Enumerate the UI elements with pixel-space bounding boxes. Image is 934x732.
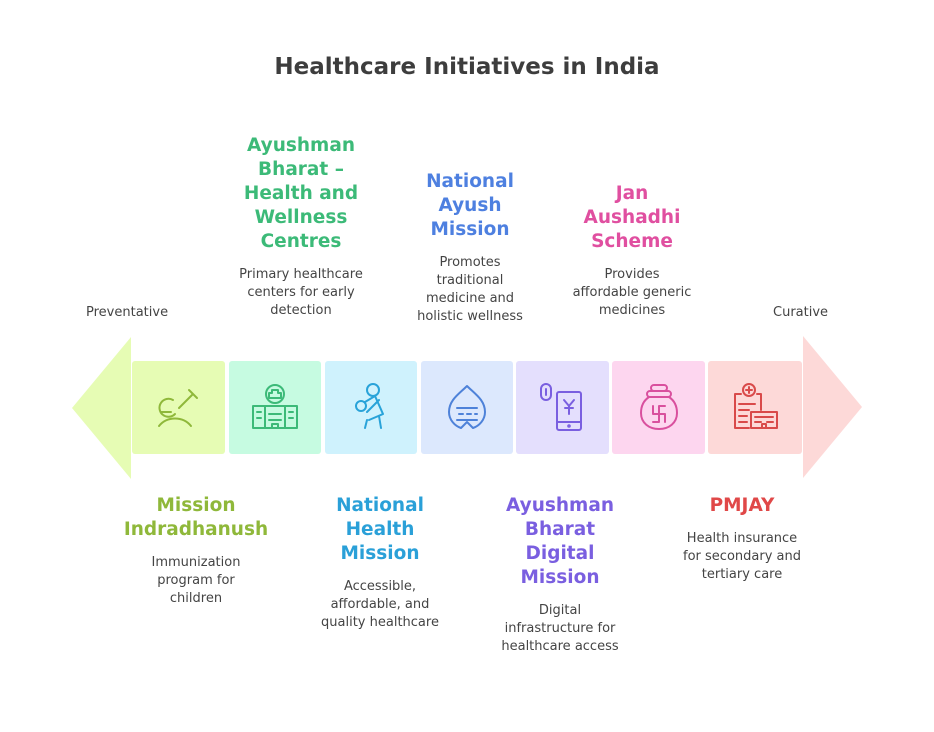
item-desc: Accessible, affordable, and quality heal… (321, 579, 439, 630)
box-digital-mission (516, 361, 609, 454)
item-jan-aushadhi: Jan Aushadhi Scheme Provides affordable … (542, 182, 722, 320)
item-pmjay: PMJAY Health insurance for secondary and… (652, 494, 832, 584)
vaccine-icon (157, 388, 198, 427)
box-national-health-mission (325, 361, 417, 454)
hospital-icon (252, 383, 298, 429)
item-title: Jan Aushadhi Scheme (583, 183, 681, 252)
box-jan-aushadhi (612, 361, 705, 454)
digital-payment-icon (539, 382, 582, 431)
item-desc: Immunization program for children (151, 555, 241, 606)
mother-child-icon (355, 382, 384, 429)
item-desc: Health insurance for secondary and terti… (683, 531, 801, 582)
item-title: PMJAY (709, 495, 775, 516)
item-title: National Ayush Mission (426, 171, 514, 240)
box-pmjay (708, 361, 802, 454)
insurance-hospital-icon (734, 382, 778, 429)
item-title: Ayushman Bharat Digital Mission (505, 495, 614, 588)
item-desc: Primary healthcare centers for early det… (239, 267, 363, 318)
item-title: National Health Mission (336, 495, 424, 564)
box-mission-indradhanush (132, 361, 225, 454)
item-title: Mission Indradhanush (123, 495, 269, 540)
item-mission-indradhanush: Mission Indradhanush Immunization progra… (106, 494, 286, 608)
item-desc: Provides affordable generic medicines (572, 267, 692, 318)
item-digital-mission: Ayushman Bharat Digital Mission Digital … (470, 494, 650, 656)
item-desc: Digital infrastructure for healthcare ac… (501, 603, 619, 654)
box-ayushman-hwc (229, 361, 321, 454)
medicine-jar-icon (639, 383, 678, 430)
item-desc: Promotes traditional medicine and holist… (417, 255, 523, 324)
curative-label: Curative (773, 305, 829, 320)
item-national-ayush: National Ayush Mission Promotes traditio… (380, 170, 560, 326)
item-national-health: National Health Mission Accessible, affo… (290, 494, 470, 632)
preventative-label: Preventative (86, 305, 169, 320)
diagram-title: Healthcare Initiatives in India (274, 54, 660, 80)
item-ayushman-hwc: Ayushman Bharat – Health and Wellness Ce… (211, 134, 391, 320)
ayurveda-drop-icon (448, 384, 486, 429)
box-national-ayush-mission (421, 361, 513, 454)
item-title: Ayushman Bharat – Health and Wellness Ce… (243, 135, 359, 252)
